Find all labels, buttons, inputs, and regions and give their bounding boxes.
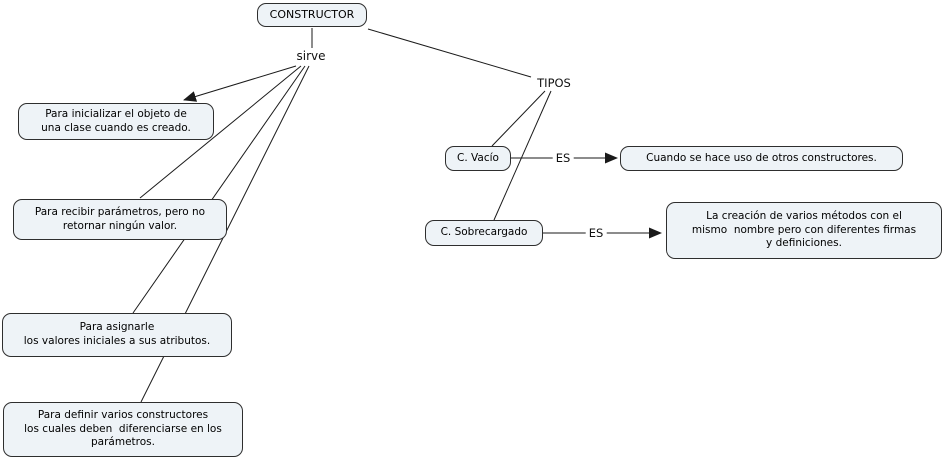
- connector-sirve-item3: [132, 65, 306, 314]
- node-sirve-item-4[interactable]: Para definir varios constructores los cu…: [3, 402, 243, 457]
- connector-sirve-item1: [183, 65, 297, 102]
- node-sirve-item-1[interactable]: Para inicializar el objeto de una clase …: [18, 103, 214, 140]
- connector-tipos-vacio: [491, 90, 546, 147]
- link-label-es-vacio[interactable]: ES: [552, 151, 574, 165]
- node-sirve-item-3[interactable]: Para asignarle los valores iniciales a s…: [2, 313, 232, 357]
- node-c-sobrecargado[interactable]: C. Sobrecargado: [425, 220, 543, 246]
- node-sirve-item-2[interactable]: Para recibir parámetros, pero no retorna…: [13, 199, 227, 240]
- connector-sirve-item2: [139, 65, 302, 199]
- node-vacio-definition[interactable]: Cuando se hace uso de otros constructore…: [620, 146, 903, 171]
- connector-tipos-sobrecargado: [493, 90, 552, 221]
- link-label-tipos[interactable]: TIPOS: [534, 76, 574, 90]
- link-label-es-sobrecargado[interactable]: ES: [585, 226, 607, 240]
- node-sobrecargado-definition[interactable]: La creación de varios métodos con el mis…: [666, 202, 942, 259]
- connector-constructor-tipos: [367, 28, 532, 78]
- node-c-vacio[interactable]: C. Vacío: [445, 146, 511, 171]
- link-label-sirve[interactable]: sirve: [293, 49, 329, 63]
- node-constructor[interactable]: CONSTRUCTOR: [257, 3, 367, 27]
